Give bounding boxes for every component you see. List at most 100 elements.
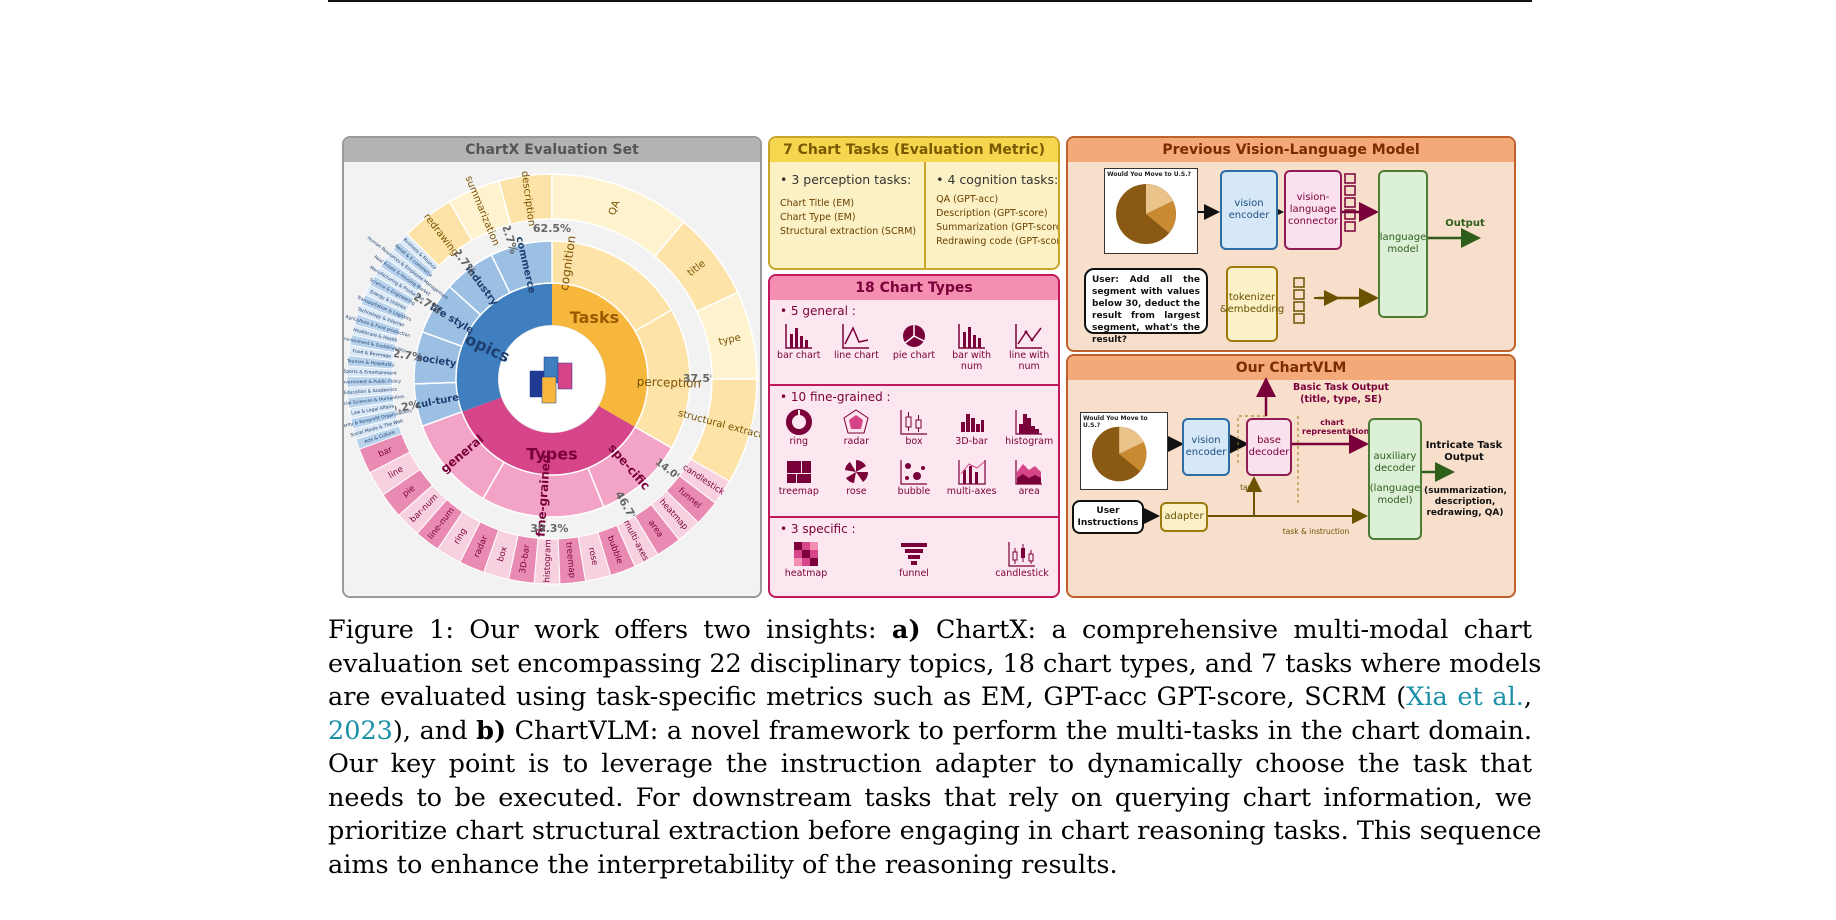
caption-text: ChartVLM: a novel framework to perform t…	[506, 715, 1532, 746]
topic-label: Tourism & Hospitality	[346, 358, 396, 368]
type-label: radar	[843, 436, 870, 447]
perception-tasks: • 3 perception tasks: Chart Title (EM) C…	[770, 162, 924, 268]
caption-text: Figure 1: Our work offers two insights:	[328, 615, 892, 645]
type-label: candlestick	[995, 568, 1049, 579]
fine-grained-heading: • 10 fine-grained :	[780, 390, 891, 404]
type-segment	[678, 458, 731, 504]
area-icon	[1015, 460, 1043, 485]
figure-caption: Figure 1: Our work offers two insights: …	[328, 614, 1542, 882]
type-label: rose	[586, 546, 600, 566]
bar-num-type: bar with num	[944, 322, 1000, 372]
type-label: ring	[789, 436, 809, 447]
type-label: multi-axes	[946, 486, 997, 497]
caption-line: evaluation set encompassing 22 disciplin…	[328, 648, 1542, 679]
type-segment	[382, 468, 434, 516]
line-chart-type: line chart	[828, 322, 884, 372]
pie-title: Would You Move to U.S.?	[1083, 415, 1148, 429]
adapter-box: adapter	[1160, 502, 1208, 532]
type-label: heatmap	[784, 568, 828, 579]
top-rule	[328, 0, 1532, 2]
citation-year-link[interactable]: 2023	[328, 715, 393, 746]
type-segment	[665, 475, 716, 524]
type-label: line chart	[833, 350, 879, 361]
center-types-label: Types	[526, 445, 577, 464]
type-segment	[616, 515, 659, 568]
box-icon	[900, 410, 927, 435]
type-label: bar chart	[777, 350, 821, 361]
line-num-type: line with num	[1001, 322, 1057, 372]
candlestick-type: candlestick	[994, 540, 1050, 579]
type-group-label: fine-grained	[533, 454, 553, 537]
specific-heading: • 3 specific :	[780, 522, 856, 536]
line-chart-icon	[842, 324, 870, 349]
topic-segment	[399, 233, 440, 273]
bar-chart-icon	[785, 324, 812, 349]
caption-bold: b)	[476, 715, 507, 746]
type-segment	[369, 451, 421, 496]
ring-topics	[455, 283, 552, 412]
tokenizer-box: tokenizer &embedding	[1220, 266, 1284, 342]
cognition-task: Redrawing code (GPT-score)	[936, 236, 1060, 247]
3d-bar-icon	[960, 414, 984, 432]
type-label: histogram	[1005, 436, 1054, 447]
caption-line: needs to be executed. For downstream tas…	[328, 782, 1532, 813]
type-label: 3D-bar	[518, 543, 532, 574]
task-label: QA	[607, 199, 622, 217]
type-label: funnel	[899, 568, 929, 579]
type-label: histogram	[543, 539, 554, 582]
topic-label: Sports & Entertainment	[344, 369, 397, 377]
type-segment	[557, 536, 587, 585]
center-tasks-label: Tasks	[570, 308, 619, 327]
specific-types-section: • 3 specific : heatmap funnel candlestic…	[770, 516, 1058, 596]
topic-label: Education & Academics	[344, 387, 398, 397]
chartx-title: ChartX Evaluation Set	[344, 138, 760, 162]
chart-tasks-panel: 7 Chart Tasks (Evaluation Metric) • 3 pe…	[768, 136, 1060, 270]
vision-encoder-box: vision encoder	[1220, 170, 1278, 250]
type-label: box	[905, 436, 923, 447]
pie-thumbnail	[1116, 184, 1176, 244]
chart-tasks-title: 7 Chart Tasks (Evaluation Metric)	[770, 138, 1058, 162]
histogram-icon	[1015, 410, 1043, 435]
radar-type: radar	[828, 408, 884, 447]
3d-bar-type: 3D-bar	[944, 408, 1000, 447]
perception-heading: • 3 perception tasks:	[780, 172, 912, 187]
aux-decoder-label: auxiliary decoder	[1373, 451, 1417, 474]
caption-line: prioritize chart structural extraction b…	[328, 816, 1542, 846]
basic-task-output: Basic Task Output (title, type, SE)	[1293, 382, 1389, 405]
perception-task: Structural extraction (SCRM)	[780, 226, 917, 237]
caption-line: are evaluated using task-specific metric…	[328, 681, 1532, 715]
topic-group-4	[490, 240, 553, 294]
intricate-task-output: Intricate Task Output	[1425, 440, 1503, 463]
topic-label: Government & Public Policy	[344, 379, 401, 386]
type-label: rose	[846, 486, 867, 497]
task-group-pct: 62.5%	[533, 222, 571, 235]
input-chart-image: Would You Move to U.S.?	[1104, 168, 1198, 254]
bar-chart-type: bar chart	[771, 322, 827, 372]
pie-thumbnail	[1091, 426, 1147, 482]
task-label: task	[1240, 483, 1256, 492]
chartvlm-title: Our ChartVLM	[1068, 356, 1514, 380]
language-model-box: language model	[1378, 170, 1428, 318]
vl-connector-box: vision-language connector	[1284, 170, 1342, 250]
radar-icon	[843, 409, 869, 434]
input-chart-image: Would You Move to U.S.?	[1080, 412, 1168, 490]
caption-bold: a)	[891, 615, 921, 645]
general-types-section: • 5 general : bar chart line chart pie c…	[770, 300, 1058, 382]
previous-vlm-panel: Previous Vision-Language Model Would You…	[1066, 136, 1516, 352]
task-label: type	[718, 332, 742, 348]
cognition-tasks: • 4 cognition tasks: QA (GPT-acc) Descri…	[924, 162, 1060, 268]
multi-axes-icon	[957, 460, 986, 485]
type-segment	[437, 511, 481, 563]
ring-type: ring	[771, 408, 827, 447]
chart-types-title: 18 Chart Types	[770, 276, 1058, 300]
cognition-task: Description (GPT-score)	[936, 208, 1048, 219]
rose-type: rose	[828, 458, 884, 497]
caption-text: ,	[1523, 682, 1532, 712]
line-num-icon	[1015, 324, 1043, 349]
citation-link[interactable]: Xia et al.	[1406, 682, 1524, 712]
caption-line: aims to enhance the interpretability of …	[328, 849, 1118, 880]
ring-tasks	[552, 283, 648, 427]
core-cube-3	[541, 376, 557, 404]
caption-text: are evaluated using task-specific metric…	[328, 682, 1407, 712]
